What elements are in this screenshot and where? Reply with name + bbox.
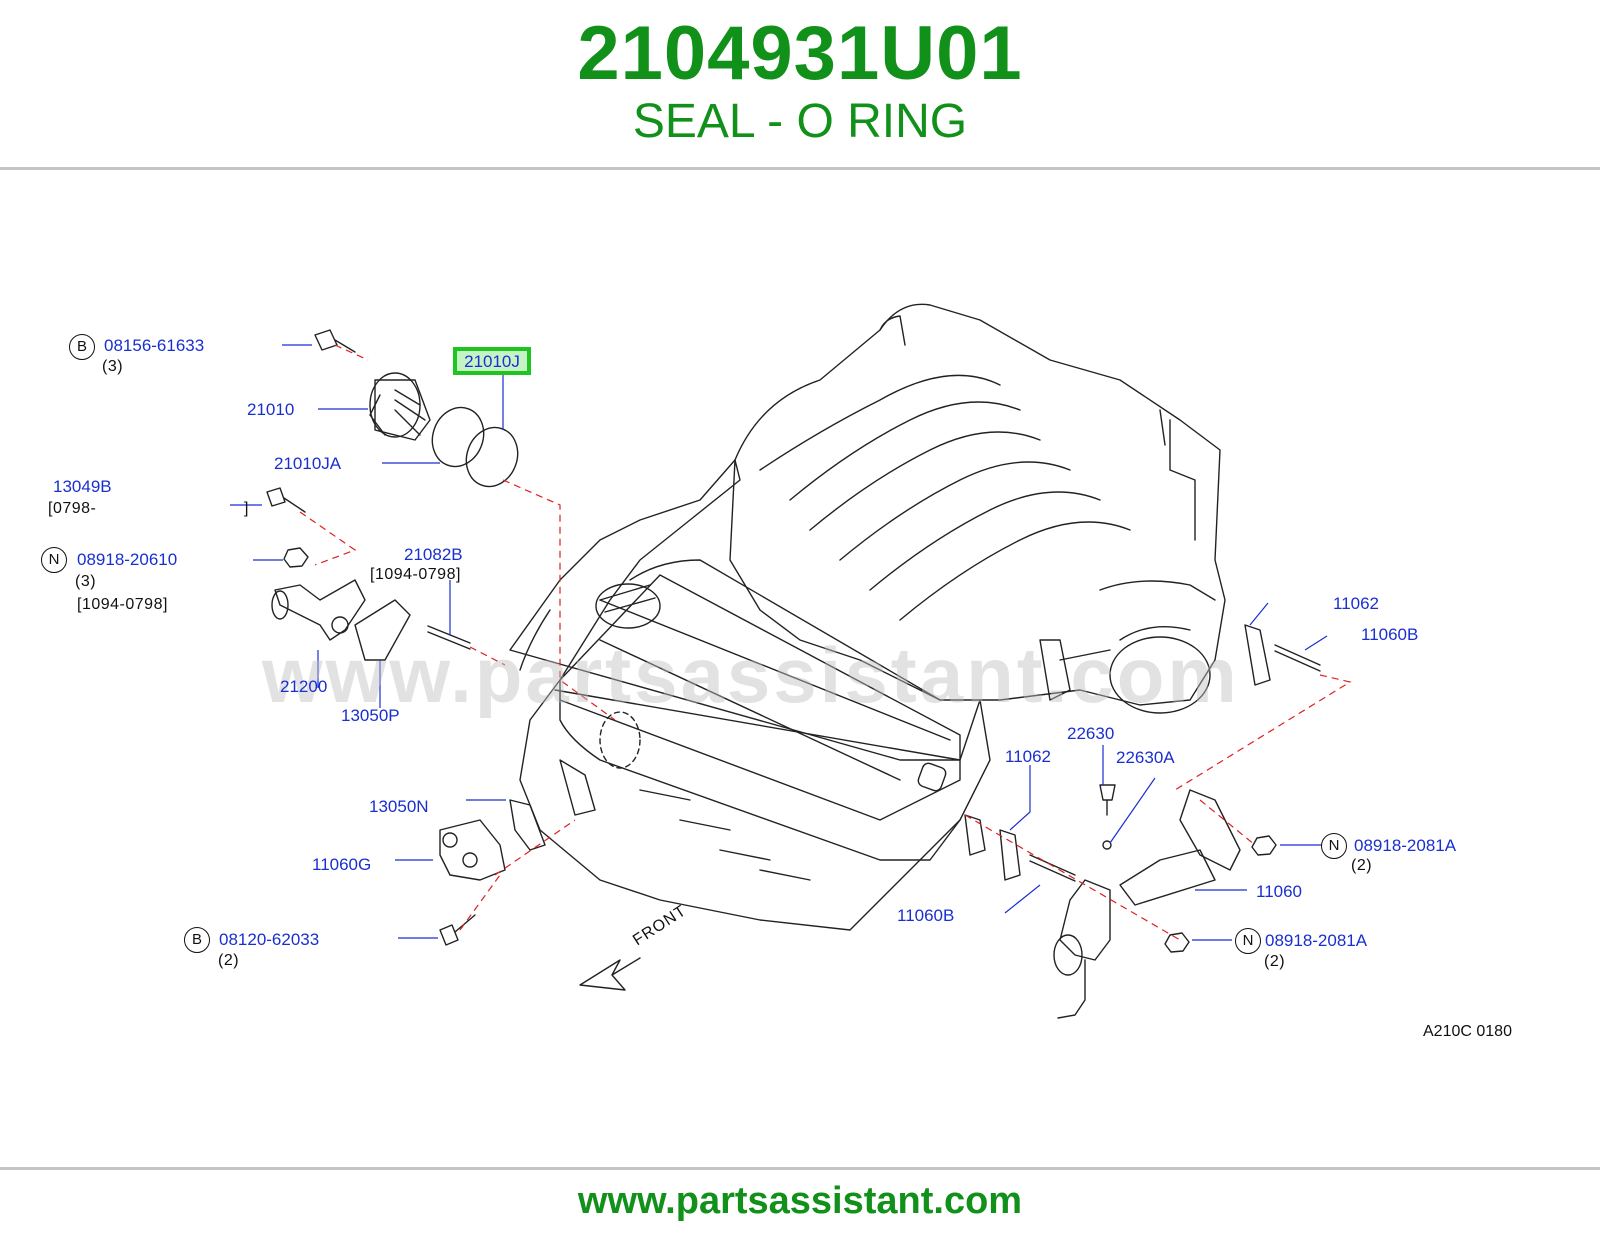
water-pump-drawing [369, 372, 431, 441]
callout-22630[interactable]: 22630 [1067, 724, 1115, 743]
callout-11060B[interactable]: 11060B [897, 906, 955, 925]
quantity-note: (2) [1351, 857, 1373, 874]
quantity-note: (3) [75, 573, 97, 590]
callout-13050N[interactable]: 13050N [369, 797, 429, 816]
oil-filler-cap [595, 583, 661, 629]
gasket-11062-mid [999, 829, 1021, 881]
callout-08918-2081A[interactable]: 08918-2081A [1354, 836, 1457, 855]
engine-block-outline [509, 459, 991, 931]
part-name-subtitle: SEAL - O RING [632, 95, 968, 148]
callout-13050P[interactable]: 13050P [341, 706, 400, 725]
o-ring-21010J [465, 426, 519, 488]
thermostat-housing-drawing [271, 579, 366, 641]
o-ring-21010JA [431, 406, 485, 468]
date-range-note: [1094-0798] [370, 566, 461, 583]
quantity-note: (3) [102, 358, 124, 375]
footer-divider [0, 1167, 1600, 1170]
callout-08918-20610[interactable]: 08918-20610 [77, 550, 178, 569]
header-divider [0, 167, 1600, 170]
footer-website-link[interactable]: www.partsassistant.com [577, 1180, 1023, 1222]
callout-21010[interactable]: 21010 [247, 400, 295, 419]
highlighted-callout-label: 21010J [464, 352, 520, 371]
callout-11062[interactable]: 11062 [1005, 747, 1052, 766]
callout-21082B[interactable]: 21082B [404, 545, 463, 564]
part-number-title: 2104931U01 [577, 11, 1023, 96]
callout-21200[interactable]: 21200 [280, 677, 328, 696]
diagram-reference-code: A210C 0180 [1423, 1023, 1512, 1040]
date-range-note: [1094-0798] [77, 596, 168, 613]
callout-08918-2081A[interactable]: 08918-2081A [1265, 931, 1368, 950]
gasket-13050N [509, 799, 546, 851]
callout-11060B[interactable]: 11060B [1361, 625, 1419, 644]
intake-manifold-outline [729, 303, 1226, 706]
nut-type-n-badge: N [1321, 833, 1347, 859]
callout-11062[interactable]: 11062 [1333, 594, 1380, 613]
valve-cover [559, 574, 961, 821]
water-outlet-11060G [439, 819, 506, 881]
callout-11060G[interactable]: 11060G [312, 855, 372, 874]
header: 2104931U01 SEAL - O RING [0, 0, 1600, 170]
throttle-lever [1039, 639, 1071, 701]
callout-21010JA[interactable]: 21010JA [274, 454, 342, 473]
callout-11060[interactable]: 11060 [1256, 882, 1303, 901]
bolt-type-b-badge: B [69, 334, 95, 360]
callout-08156-61633[interactable]: 08156-61633 [104, 336, 205, 355]
highlighted-callout-21010J[interactable]: 21010J [453, 347, 531, 375]
gasket-13050P [354, 599, 411, 661]
date-range-close: ] [244, 500, 249, 517]
quantity-note: (2) [218, 952, 240, 969]
bolt-08156 [314, 329, 356, 353]
front-arrow [579, 957, 641, 991]
bolt-type-b-badge: B [184, 927, 210, 953]
water-pipe-11060 [1053, 789, 1241, 1019]
nut-type-n-badge: N [1235, 928, 1261, 954]
callout-13049B[interactable]: 13049B [53, 477, 112, 496]
callout-08120-62033[interactable]: 08120-62033 [219, 930, 320, 949]
quantity-note: (2) [1264, 953, 1286, 970]
callout-22630A[interactable]: 22630A [1116, 748, 1175, 767]
gasket-11062-right [1244, 624, 1271, 686]
temp-sensor-22630 [1099, 784, 1116, 816]
watermark: www.partsassistant.com [262, 631, 1240, 719]
date-range-note: [0798- [48, 500, 97, 517]
nut-type-n-badge: N [41, 547, 67, 573]
